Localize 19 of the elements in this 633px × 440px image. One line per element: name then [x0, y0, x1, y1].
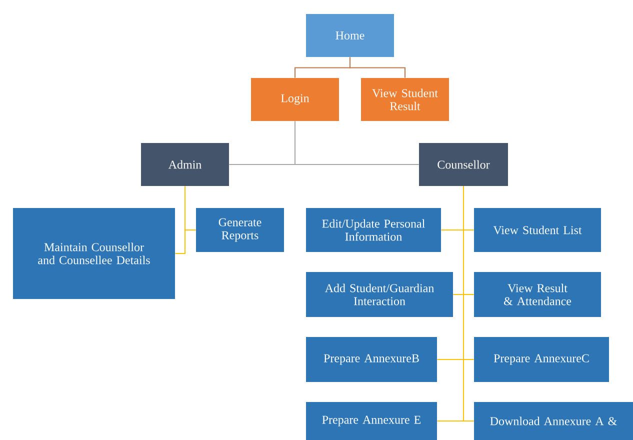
task-box: Prepare AnnexureB [306, 337, 437, 382]
connector [463, 186, 474, 422]
task-box: Download Annexure A & [474, 402, 633, 440]
role-box: Counsellor [419, 143, 508, 186]
task-box: Add Student/Guardian Interaction [306, 272, 453, 317]
task-box: Edit/Update Personal Information [306, 208, 441, 252]
task-box: Maintain Counsellor and Counsellee Details [13, 208, 175, 299]
role-box: Admin [141, 143, 229, 186]
task-box: View Result & Attendance [474, 272, 601, 317]
connector [294, 120, 420, 165]
task-box: Prepare AnnexureC [474, 337, 609, 382]
task-box: Prepare Annexure E [306, 402, 437, 440]
menu-box: View Student Result [361, 78, 449, 121]
connector [350, 56, 406, 78]
home-box: Home [306, 14, 394, 57]
menu-box: Login [251, 78, 339, 121]
task-box: Generate Reports [196, 208, 284, 252]
task-box: View Student List [474, 208, 601, 252]
connector [184, 186, 196, 230]
